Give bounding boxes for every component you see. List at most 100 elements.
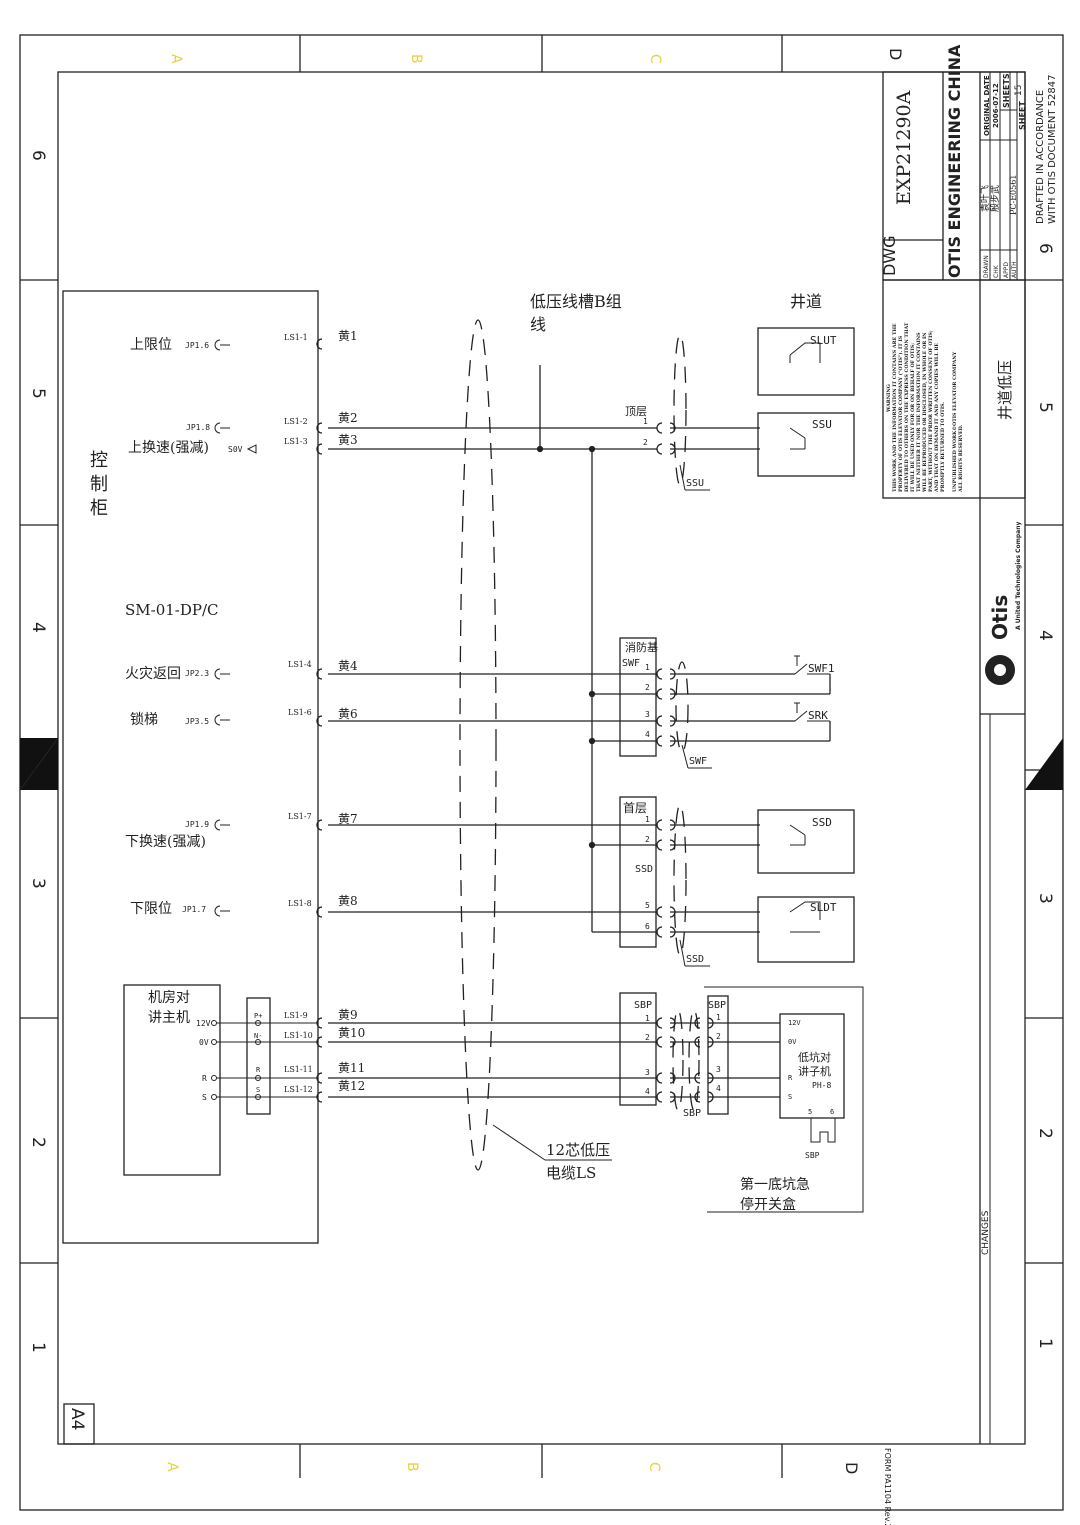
zone-d-top: D [886,48,905,60]
plug-ssd: SSD [686,954,704,965]
pin: 5 [645,901,650,910]
plug-ssu: SSU [686,478,704,489]
ls-connectors: LS1-1 LS1-2 LS1-3 LS1-4 LS1-6 LS1-7 LS1-… [284,333,313,1094]
warning-line: THAT NEITHER IT NOR THE INFORMATION IT C… [916,332,922,492]
auth-code: PC-E0561 [1009,175,1018,215]
control-cabinet: 控 制 柜 SM-01-DP/C 上限位 JP1.6 JP1.8 上换速(强减)… [62,290,319,1244]
zone-6-left: 6 [28,150,48,161]
drafted-line-1: DRAFTED IN ACCORDANCE [1035,90,1046,224]
wire-label: 黄12 [338,1079,365,1093]
hoistway-label: 井道 [790,292,822,311]
auth-label: AUTH [1011,261,1018,278]
zone-c-bottom: C [646,1462,662,1472]
otis-logo: Otis A United Technologies Company [985,522,1022,685]
pin: 6 [645,922,650,931]
center-mark-right [1025,738,1063,790]
zone-4-left: 4 [28,622,48,633]
pin: 2 [716,1032,721,1041]
wire-label: 黄8 [338,894,358,908]
trunking-label-2: 线 [530,315,546,334]
connector-box-sbp-right [707,995,729,1115]
ls-label: LS1-6 [288,708,312,717]
drawing-frame: A B C D A B C D 6 5 4 3 2 1 6 5 4 3 2 1 … [19,34,1064,1525]
pn-pin-n: N- [254,1032,262,1040]
cable-label-1: 12芯低压 [546,1141,610,1159]
bottom-connector-label: SSD [635,864,653,875]
zone-5-left: 5 [28,388,48,399]
wire-label: 黄6 [338,707,358,721]
pin: 2 [645,683,650,692]
jp-upper-slowdown: JP1.8 [186,423,210,432]
wires [328,365,657,1098]
ls-plugs [316,338,323,1103]
wire-label: 黄7 [338,812,358,826]
device-ssu [757,412,855,477]
cable-bundle: 12芯低压 电缆LS 低压线槽B组 线 井道 [459,292,822,1182]
wire-label: 黄11 [338,1061,365,1075]
ls-label: LS1-2 [284,417,308,426]
dwg-label: DWG [880,235,899,276]
sub-pin-12v: 12V [788,1019,801,1027]
intercom-sub-unit [779,1013,845,1119]
zone-b-bottom: B [404,1462,420,1472]
ls-label: LS1-1 [284,333,308,342]
warning-line: IT WILL BE USED ONLY FOR OR ON BEHALF OF… [910,343,916,492]
zone-1-right: 1 [1035,1338,1055,1349]
zone-3-left: 3 [28,878,48,889]
pn-pin-s: S [256,1086,260,1094]
form-number: FORM PA1104 Rev.2001-12-10 [883,1448,892,1525]
intercom-main-label-1: 机房对 [148,990,190,1006]
plug-swf: SWF [689,756,707,767]
pin: 1 [716,1013,721,1022]
sub-pin-6: 6 [830,1108,834,1116]
ls-label: LS1-7 [288,812,312,821]
intercom-main-label-2: 讲主机 [148,1010,190,1026]
ls-label: LS1-10 [284,1031,313,1040]
ls-label: LS1-8 [288,899,312,908]
top-floor-group: 顶层 1 2 SSU SLUT SSU [625,327,855,491]
zone-c-top: C [647,54,663,64]
wire-label: 黄1 [338,329,358,343]
label-lower-slowdown: 下换速(强减) [125,833,206,850]
intercom-pin-r: R [202,1074,207,1083]
ls-label: LS1-12 [284,1085,313,1094]
pin: 4 [645,730,650,739]
zone-6-right: 6 [1035,243,1055,254]
intercom-pin-12v: 12V [196,1019,211,1028]
dwg-number: EXP21290A [893,90,915,205]
bottom-floor-label: 首层 [623,801,647,815]
top-floor-label: 顶层 [625,405,647,418]
sub-pin-r: R [788,1074,793,1082]
zone-1-left: 1 [28,1342,48,1353]
fire-connector-label: SWF [622,658,640,669]
warning-line: UNPUBLISHED WORK©OTIS ELEVATOR COMPANY [951,351,958,492]
device-slut-label: SLUT [810,334,837,347]
pin: 1 [645,663,650,672]
company-name: OTIS ENGINEERING CHINA [945,44,964,278]
terminal-block-pn [246,997,271,1115]
cabinet-label-3: 柜 [90,498,108,519]
ls-label: LS1-4 [288,660,312,669]
cabinet-model: SM-01-DP/C [125,601,219,619]
appd-label: APPD [1003,262,1010,278]
wire-label: 黄3 [338,433,358,447]
pin: 1 [645,815,650,824]
sbp-switch-label: SBP [805,1151,820,1160]
wire-label: 黄10 [338,1026,365,1040]
pin: 1 [643,417,648,426]
connector-box-bottom [619,796,657,948]
sbp-label-right: SBP [708,1000,726,1011]
sub-pin-0v: 0V [788,1038,797,1046]
wire-labels: 黄1 黄2 黄3 黄4 黄6 黄7 黄8 黄9 黄10 黄11 黄12 [338,329,365,1093]
device-srk-label: SRK [808,709,828,722]
sov-label: S0V [228,445,243,454]
intercom-sub-label-2: 讲子机 [798,1064,831,1078]
zone-4-right: 4 [1035,630,1055,641]
device-sldt [757,896,855,963]
sub-pin-s: S [788,1093,792,1101]
pin: 4 [716,1084,721,1093]
zone-a-bottom: A [164,1462,180,1472]
device-ssd-label: SSD [812,816,832,829]
intercom-pin-0v: 0V [199,1038,209,1047]
